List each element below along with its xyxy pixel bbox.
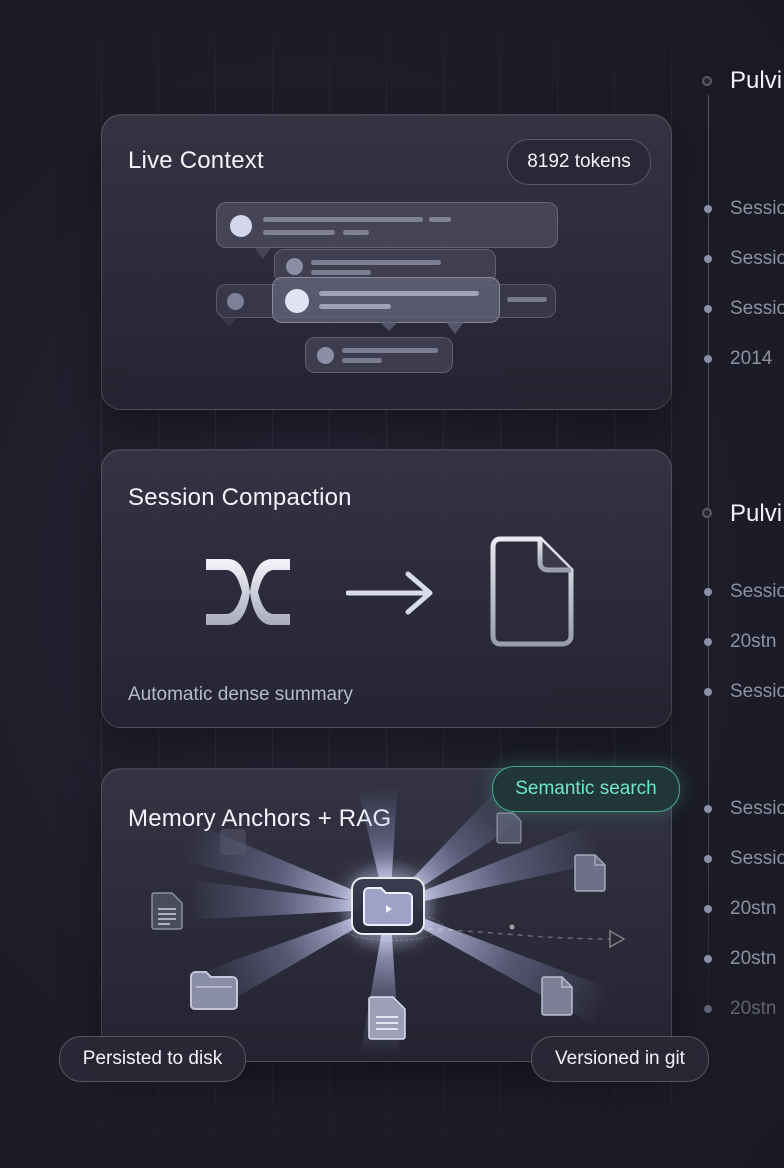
- timeline-dot: [704, 588, 712, 596]
- timeline-group-dot: [702, 508, 712, 518]
- bubble-tail: [220, 317, 238, 327]
- memory-anchors-title: Memory Anchors + RAG: [128, 805, 392, 832]
- document-icon: [541, 976, 573, 1016]
- bubble-tail: [254, 247, 272, 259]
- timeline-item[interactable]: 2014: [730, 348, 773, 369]
- timeline-dot: [704, 805, 712, 813]
- timeline-item[interactable]: Sessio: [730, 298, 784, 319]
- timeline-dot: [704, 255, 712, 263]
- timeline-item[interactable]: 20stn: [730, 998, 777, 1019]
- timeline-item[interactable]: Sessio: [730, 681, 784, 702]
- timeline-item[interactable]: Sessio: [730, 798, 784, 819]
- timeline-item[interactable]: Sessio: [730, 248, 784, 269]
- timeline-group-title[interactable]: Pulvi: [730, 500, 783, 527]
- session-compaction-card: Session Compaction Automatic dense summa…: [101, 449, 672, 728]
- timeline-dot: [704, 905, 712, 913]
- timeline-dot: [704, 638, 712, 646]
- document-icon: [490, 536, 574, 647]
- folder-icon: [363, 887, 413, 926]
- compaction-caption: Automatic dense summary: [128, 684, 353, 705]
- dashed-connector: [428, 924, 626, 949]
- live-context-title: Live Context: [128, 147, 264, 174]
- timeline-item[interactable]: 20stn: [730, 948, 777, 969]
- timeline-dot: [704, 305, 712, 313]
- bubble-tail: [380, 322, 398, 331]
- text-document-icon: [151, 892, 183, 930]
- faded-document-icon: [220, 829, 246, 855]
- chat-bubble: [272, 277, 500, 323]
- timeline-dot: [704, 205, 712, 213]
- memory-anchors-card: Memory Anchors + RAG: [101, 768, 672, 1062]
- timeline-dot: [704, 688, 712, 696]
- arrow-right-icon: [346, 571, 433, 615]
- persisted-to-disk-badge: Persisted to disk: [59, 1036, 246, 1082]
- timeline-group-dot: [702, 76, 712, 86]
- chat-bubble: [305, 337, 453, 373]
- live-context-card: Live Context 8192 tokens: [101, 114, 672, 410]
- text-document-icon: [368, 996, 406, 1040]
- timeline-item[interactable]: 20stn: [730, 898, 777, 919]
- session-compaction-title: Session Compaction: [128, 484, 352, 511]
- timeline-item[interactable]: Sessio: [730, 848, 784, 869]
- anchor-folder-hub: [351, 877, 425, 935]
- semantic-search-button[interactable]: Semantic search: [492, 766, 680, 812]
- document-icon: [574, 854, 606, 892]
- token-count-badge: 8192 tokens: [507, 139, 651, 185]
- folder-icon: [190, 971, 238, 1010]
- timeline-dot: [704, 955, 712, 963]
- timeline-item[interactable]: 20stn: [730, 631, 777, 652]
- timeline-item[interactable]: Sessio: [730, 198, 784, 219]
- merge-icon: [206, 559, 290, 625]
- timeline-line: [708, 95, 709, 1030]
- timeline-dot: [704, 855, 712, 863]
- timeline-dot: [704, 1005, 712, 1013]
- versioned-in-git-badge: Versioned in git: [531, 1036, 709, 1082]
- timeline-item[interactable]: Sessio: [730, 581, 784, 602]
- chat-bubble: [216, 202, 558, 248]
- document-icon: [496, 812, 522, 844]
- timeline-group-title[interactable]: Pulvi: [730, 67, 783, 94]
- bubble-tail: [446, 322, 464, 334]
- timeline-dot: [704, 355, 712, 363]
